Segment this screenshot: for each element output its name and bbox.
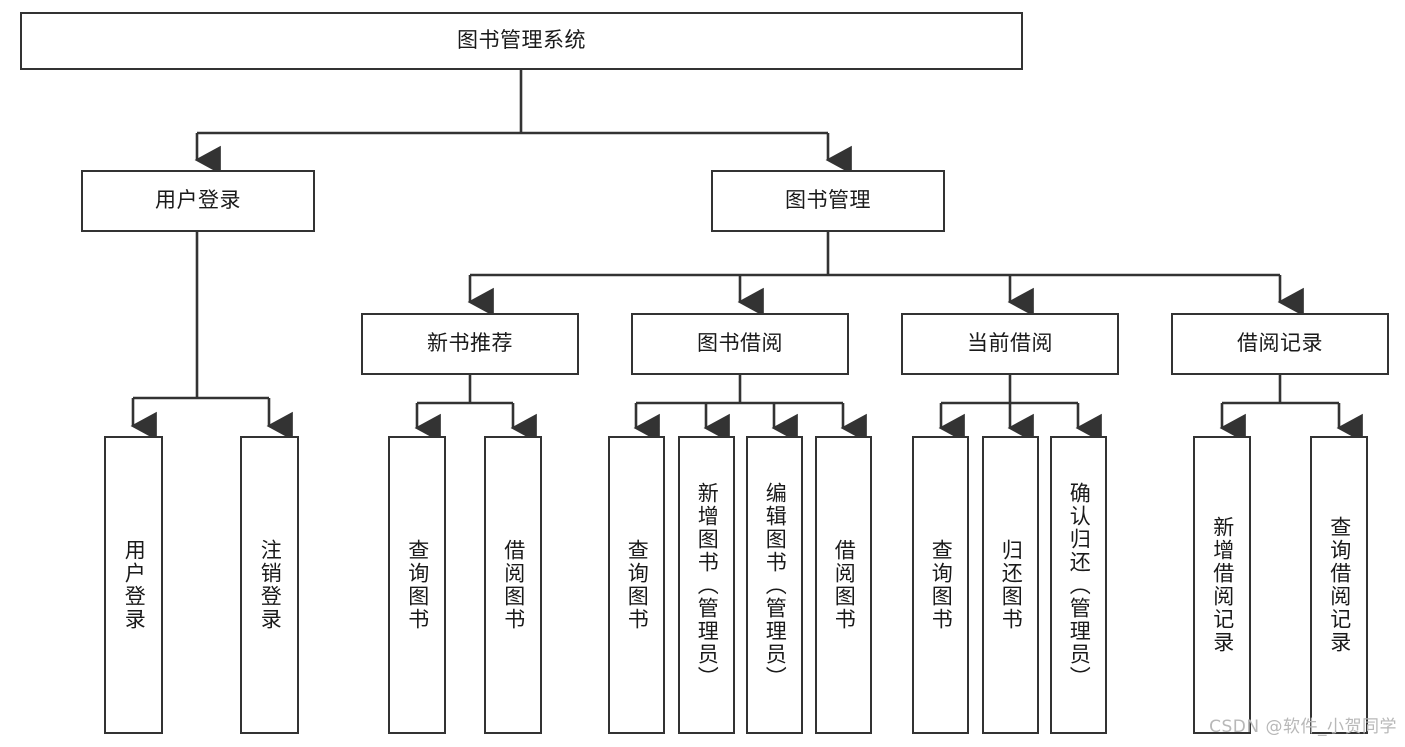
node-book-management-label: 图书管理 [785,188,871,213]
node-leaf-confirm-return-label: 确认归还（管理员） [1067,481,1092,689]
node-leaf-query-record[interactable]: 查询借阅记录 [1310,436,1368,734]
node-current-borrow-label: 当前借阅 [967,331,1053,356]
node-leaf-query-book-3-label: 查询图书 [929,539,954,631]
node-leaf-edit-book-label: 编辑图书（管理员） [763,481,788,689]
node-leaf-query-book-1[interactable]: 查询图书 [388,436,446,734]
node-new-book-recommend-label: 新书推荐 [427,331,513,356]
node-leaf-logout-label: 注销登录 [258,539,283,631]
node-leaf-borrow-book-2[interactable]: 借阅图书 [815,436,872,734]
node-root-label: 图书管理系统 [457,28,586,53]
node-user-login[interactable]: 用户登录 [81,170,315,232]
node-book-borrow-label: 图书借阅 [697,331,783,356]
node-leaf-edit-book[interactable]: 编辑图书（管理员） [746,436,803,734]
node-borrow-record[interactable]: 借阅记录 [1171,313,1389,375]
node-leaf-query-book-2[interactable]: 查询图书 [608,436,665,734]
node-leaf-add-record-label: 新增借阅记录 [1210,516,1235,654]
node-leaf-add-book-label: 新增图书（管理员） [695,481,720,689]
node-leaf-add-book[interactable]: 新增图书（管理员） [678,436,735,734]
node-current-borrow[interactable]: 当前借阅 [901,313,1119,375]
node-book-borrow[interactable]: 图书借阅 [631,313,849,375]
node-leaf-borrow-book-2-label: 借阅图书 [832,539,857,631]
node-leaf-query-book-3[interactable]: 查询图书 [912,436,969,734]
node-leaf-logout[interactable]: 注销登录 [240,436,299,734]
node-leaf-user-login-label: 用户登录 [122,539,147,631]
node-leaf-query-book-1-label: 查询图书 [405,539,430,631]
node-leaf-return-book-label: 归还图书 [999,539,1024,631]
node-leaf-query-record-label: 查询借阅记录 [1327,516,1352,654]
node-leaf-query-book-2-label: 查询图书 [625,539,650,631]
node-borrow-record-label: 借阅记录 [1237,331,1323,356]
node-leaf-return-book[interactable]: 归还图书 [982,436,1039,734]
node-leaf-borrow-book-1[interactable]: 借阅图书 [484,436,542,734]
node-root[interactable]: 图书管理系统 [20,12,1023,70]
node-new-book-recommend[interactable]: 新书推荐 [361,313,579,375]
node-leaf-confirm-return[interactable]: 确认归还（管理员） [1050,436,1107,734]
node-user-login-label: 用户登录 [155,188,241,213]
node-leaf-add-record[interactable]: 新增借阅记录 [1193,436,1251,734]
node-leaf-borrow-book-1-label: 借阅图书 [501,539,526,631]
node-leaf-user-login[interactable]: 用户登录 [104,436,163,734]
node-book-management[interactable]: 图书管理 [711,170,945,232]
